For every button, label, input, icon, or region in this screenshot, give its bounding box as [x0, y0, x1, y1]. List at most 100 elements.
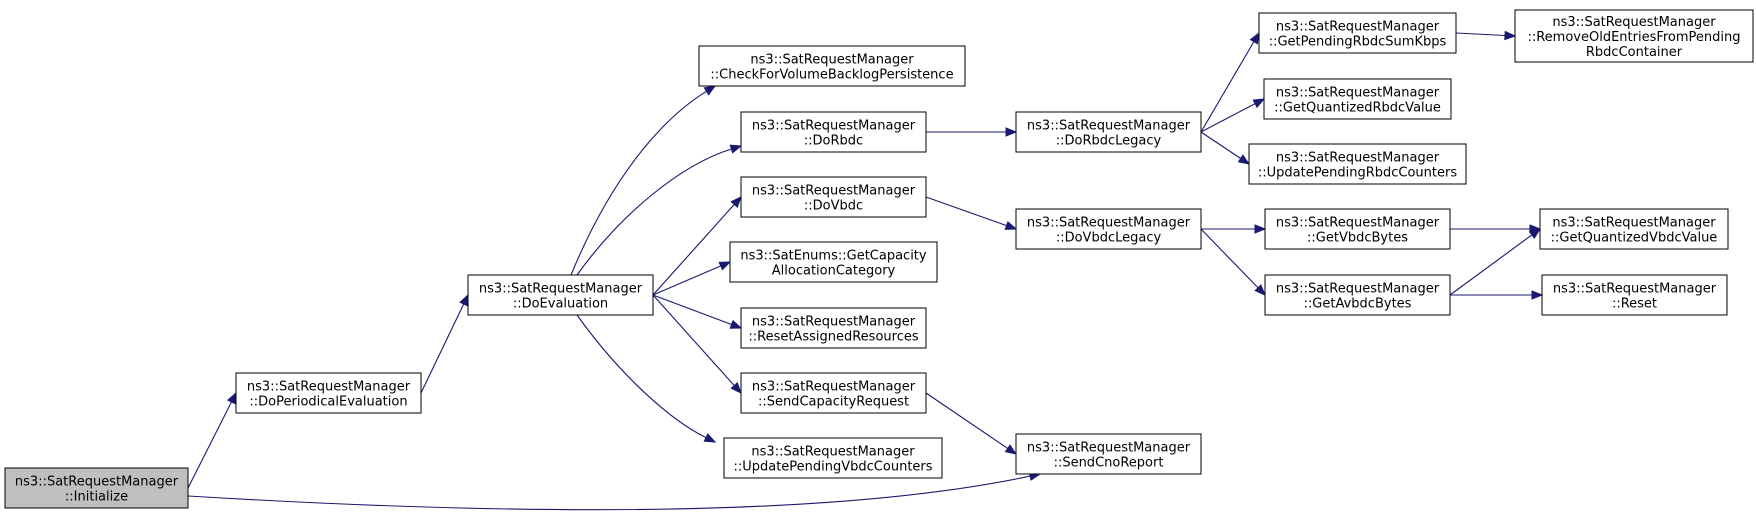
node-label-line: ns3::SatRequestManager — [1276, 20, 1440, 35]
node-reset[interactable]: ns3::SatRequestManager::Reset — [1541, 274, 1728, 316]
node-box — [740, 372, 927, 414]
edge-line — [1449, 234, 1533, 296]
node-do-evaluation[interactable]: ns3::SatRequestManager::DoEvaluation — [467, 274, 654, 316]
node-label-line: ::GetQuantizedVbdcValue — [1551, 231, 1718, 246]
node-label-line: ::Reset — [1612, 297, 1657, 312]
edge-line — [652, 204, 735, 296]
node-get-vbdc-bytes[interactable]: ns3::SatRequestManager::GetVbdcBytes — [1264, 208, 1451, 250]
node-box — [1015, 433, 1202, 475]
node-label-line: ns3::SatRequestManager — [1552, 15, 1716, 30]
node-label-line: ns3::SatRequestManager — [1552, 216, 1716, 231]
node-get-quantized-vbdc-value[interactable]: ns3::SatRequestManager::GetQuantizedVbdc… — [1539, 208, 1729, 250]
edge-get-pending-rbdc-sum-kbps-to-remove-old-entries-from-pending-rbdc-container — [1455, 30, 1517, 41]
node-label-line: ns3::SatRequestManager — [1027, 119, 1191, 134]
node-label-line: ns3::SatRequestManager — [1027, 216, 1191, 231]
arrowhead-icon — [1504, 30, 1517, 41]
node-box — [1248, 143, 1467, 185]
edge-line — [420, 303, 465, 394]
node-label-line: ns3::SatRequestManager — [247, 380, 411, 395]
node-label-line: ::GetAvbdcBytes — [1304, 297, 1412, 312]
arrowhead-icon — [459, 293, 469, 307]
edge-do-evaluation-to-do-rbdc — [576, 144, 743, 276]
edge-do-evaluation-to-update-pending-vbdc-counters — [576, 314, 717, 443]
edge-do-rbdc-legacy-to-update-pending-rbdc-counters — [1200, 131, 1251, 165]
node-update-pending-vbdc-counters[interactable]: ns3::SatRequestManager::UpdatePendingVbd… — [723, 437, 943, 479]
node-reset-assigned-resources[interactable]: ns3::SatRequestManager::ResetAssignedRes… — [740, 307, 927, 349]
edge-line — [652, 294, 732, 326]
node-box — [1541, 274, 1728, 316]
node-box — [698, 45, 966, 87]
arrowhead-icon — [227, 391, 237, 405]
node-box — [467, 274, 654, 316]
node-do-rbdc-legacy[interactable]: ns3::SatRequestManager::DoRbdcLegacy — [1015, 111, 1202, 153]
node-box — [4, 467, 189, 509]
node-label-line: ns3::SatRequestManager — [1027, 441, 1191, 456]
node-label-line: ns3::SatRequestManager — [750, 53, 914, 68]
arrowhead-icon — [729, 144, 743, 154]
edge-line — [1455, 32, 1506, 37]
edge-line — [652, 294, 735, 386]
edge-line — [187, 401, 232, 489]
node-label-line: ::DoRbdcLegacy — [1056, 134, 1162, 149]
node-get-quantized-rbdc-value[interactable]: ns3::SatRequestManager::GetQuantizedRbdc… — [1263, 78, 1452, 120]
node-label-line: AllocationCategory — [772, 264, 896, 279]
node-remove-old-entries-from-pending-rbdc-container[interactable]: ns3::SatRequestManager::RemoveOldEntries… — [1514, 9, 1754, 63]
node-label-line: ns3::SatRequestManager — [1553, 282, 1717, 297]
node-label-line: ns3::SatRequestManager — [752, 315, 916, 330]
node-get-capacity-allocation-category[interactable]: ns3::SatEnums::GetCapacityAllocationCate… — [729, 241, 938, 283]
node-label-line: ::DoEvaluation — [513, 297, 608, 312]
node-send-cno-report[interactable]: ns3::SatRequestManager::SendCnoReport — [1015, 433, 1202, 475]
node-label-line: ns3::SatRequestManager — [752, 119, 916, 134]
node-label-line: ns3::SatRequestManager — [479, 282, 643, 297]
edge-line — [652, 265, 722, 296]
edge-do-periodical-evaluation-to-do-evaluation — [420, 293, 469, 394]
node-label-line: ::ResetAssignedResources — [748, 330, 918, 345]
arrowhead-icon — [703, 85, 717, 96]
node-box — [740, 111, 927, 153]
edge-send-capacity-request-to-send-cno-report — [925, 392, 1018, 455]
node-label-line: ns3::SatEnums::GetCapacity — [740, 249, 927, 264]
node-update-pending-rbdc-counters[interactable]: ns3::SatRequestManager::UpdatePendingRbd… — [1248, 143, 1467, 185]
edge-do-vbdc-legacy-to-get-avbdc-bytes — [1200, 228, 1266, 296]
edge-line — [925, 196, 1007, 227]
node-box — [1263, 78, 1452, 120]
arrowhead-icon — [703, 433, 717, 443]
node-label-line: ::DoPeriodicalEvaluation — [249, 395, 407, 410]
node-do-periodical-evaluation[interactable]: ns3::SatRequestManager::DoPeriodicalEval… — [235, 372, 422, 414]
node-label-line: ::UpdatePendingRbdcCounters — [1258, 166, 1457, 181]
node-check-for-volume-backlog-persistence[interactable]: ns3::SatRequestManager::CheckForVolumeBa… — [698, 45, 966, 87]
node-label-line: ::DoRbdc — [804, 134, 863, 149]
node-label-line: ::SendCnoReport — [1054, 456, 1164, 471]
node-get-pending-rbdc-sum-kbps[interactable]: ns3::SatRequestManager::GetPendingRbdcSu… — [1258, 12, 1457, 54]
arrowhead-icon — [1528, 228, 1542, 239]
node-initialize[interactable]: ns3::SatRequestManager::Initialize — [4, 467, 189, 509]
edge-do-evaluation-to-get-capacity-allocation-category — [652, 261, 732, 296]
node-label-line: RbdcContainer — [1586, 45, 1683, 60]
arrowhead-icon — [1252, 98, 1266, 109]
edge-line — [1200, 103, 1256, 133]
node-do-vbdc[interactable]: ns3::SatRequestManager::DoVbdc — [740, 176, 927, 218]
arrowhead-icon — [718, 261, 732, 271]
nodes-layer: ns3::SatRequestManager::Initializens3::S… — [4, 9, 1754, 509]
node-label-line: ns3::SatRequestManager — [15, 475, 179, 490]
node-do-rbdc[interactable]: ns3::SatRequestManager::DoRbdc — [740, 111, 927, 153]
node-box — [1258, 12, 1457, 54]
node-send-capacity-request[interactable]: ns3::SatRequestManager::SendCapacityRequ… — [740, 372, 927, 414]
node-label-line: ::DoVbdc — [804, 199, 863, 214]
arrowhead-icon — [1254, 224, 1267, 234]
edge-do-rbdc-legacy-to-get-pending-rbdc-sum-kbps — [1200, 31, 1260, 133]
node-box — [1514, 9, 1754, 63]
node-label-line: ::GetVbdcBytes — [1307, 231, 1408, 246]
edge-do-evaluation-to-reset-assigned-resources — [652, 294, 743, 329]
node-box — [723, 437, 943, 479]
node-do-vbdc-legacy[interactable]: ns3::SatRequestManager::DoVbdcLegacy — [1015, 208, 1202, 250]
node-label-line: ::GetPendingRbdcSumKbps — [1269, 35, 1447, 50]
edge-do-rbdc-to-do-rbdc-legacy — [926, 127, 1018, 137]
arrowhead-icon — [1237, 154, 1251, 165]
node-get-avbdc-bytes[interactable]: ns3::SatRequestManager::GetAvbdcBytes — [1264, 274, 1451, 316]
edge-line — [576, 314, 707, 439]
arrowhead-icon — [730, 382, 742, 395]
node-box — [740, 307, 927, 349]
edge-do-rbdc-legacy-to-get-quantized-rbdc-value — [1200, 98, 1266, 133]
